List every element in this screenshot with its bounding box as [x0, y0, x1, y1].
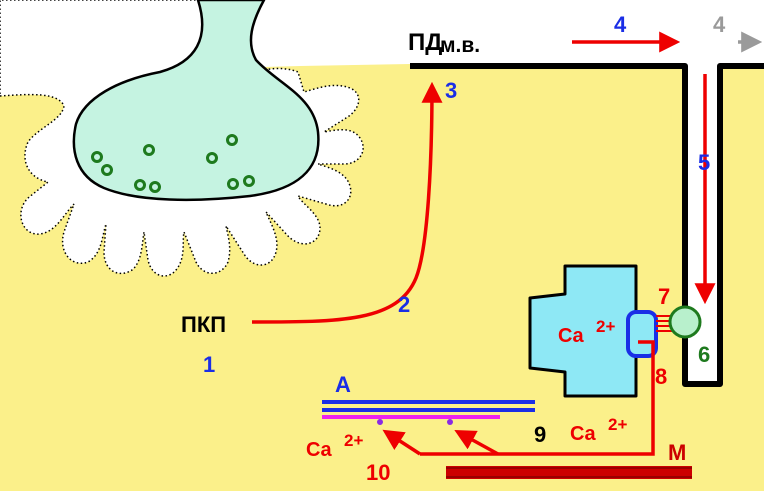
- label-ca-actin: Ca: [306, 439, 332, 461]
- step-2: 2: [398, 292, 410, 317]
- dhp-receptor: [668, 305, 702, 339]
- step-6: 6: [698, 342, 710, 367]
- step-7: 7: [658, 284, 670, 309]
- arrow-ca-to-site-2: [454, 429, 499, 456]
- label-pkp: ПКП: [181, 312, 226, 337]
- vesicle: [226, 134, 238, 146]
- arrow-ca-release: [420, 340, 655, 456]
- step-5: 5: [698, 150, 710, 175]
- vesicle: [91, 151, 103, 163]
- step-4: 4: [614, 12, 627, 37]
- vesicle: [206, 152, 218, 164]
- label-ca-actin-sup: 2+: [344, 431, 363, 450]
- sarcoplasmic-reticulum: [528, 264, 638, 398]
- ca-release-channel: [626, 310, 658, 358]
- step-3: 3: [445, 78, 457, 103]
- step-8: 8: [655, 364, 667, 389]
- arrows: [251, 31, 716, 456]
- step-9: 9: [534, 422, 546, 447]
- vesicle: [227, 178, 239, 190]
- step-10: 10: [366, 460, 390, 485]
- label-ca-sr-sup: 2+: [596, 317, 615, 336]
- vesicle: [143, 144, 155, 156]
- arrow-epp-to-ap: [251, 81, 443, 324]
- step-4-gray: 4: [713, 12, 726, 37]
- nerve-terminal: [72, 0, 320, 202]
- myosin-filament: [446, 466, 692, 479]
- label-pd: ПД: [408, 29, 442, 56]
- label-actin: А: [335, 372, 351, 397]
- binding-site: [377, 419, 383, 425]
- step-1: 1: [203, 352, 215, 377]
- vesicle: [134, 179, 146, 191]
- label-ca-released: Ca: [570, 423, 596, 445]
- sarcolemma: [410, 63, 764, 387]
- actin-filament: [322, 400, 535, 419]
- label-ca-released-sup: 2+: [608, 415, 627, 434]
- binding-site: [447, 419, 453, 425]
- arrow-ca-to-site-1: [382, 429, 421, 456]
- label-myosin: М: [668, 440, 686, 465]
- vesicle: [243, 175, 255, 187]
- vesicle: [149, 181, 161, 193]
- label-pd-sub: м.в.: [440, 34, 480, 57]
- synaptic-vesicles: [91, 134, 255, 193]
- label-ca-sr: Ca: [558, 325, 584, 347]
- vesicle: [101, 164, 113, 176]
